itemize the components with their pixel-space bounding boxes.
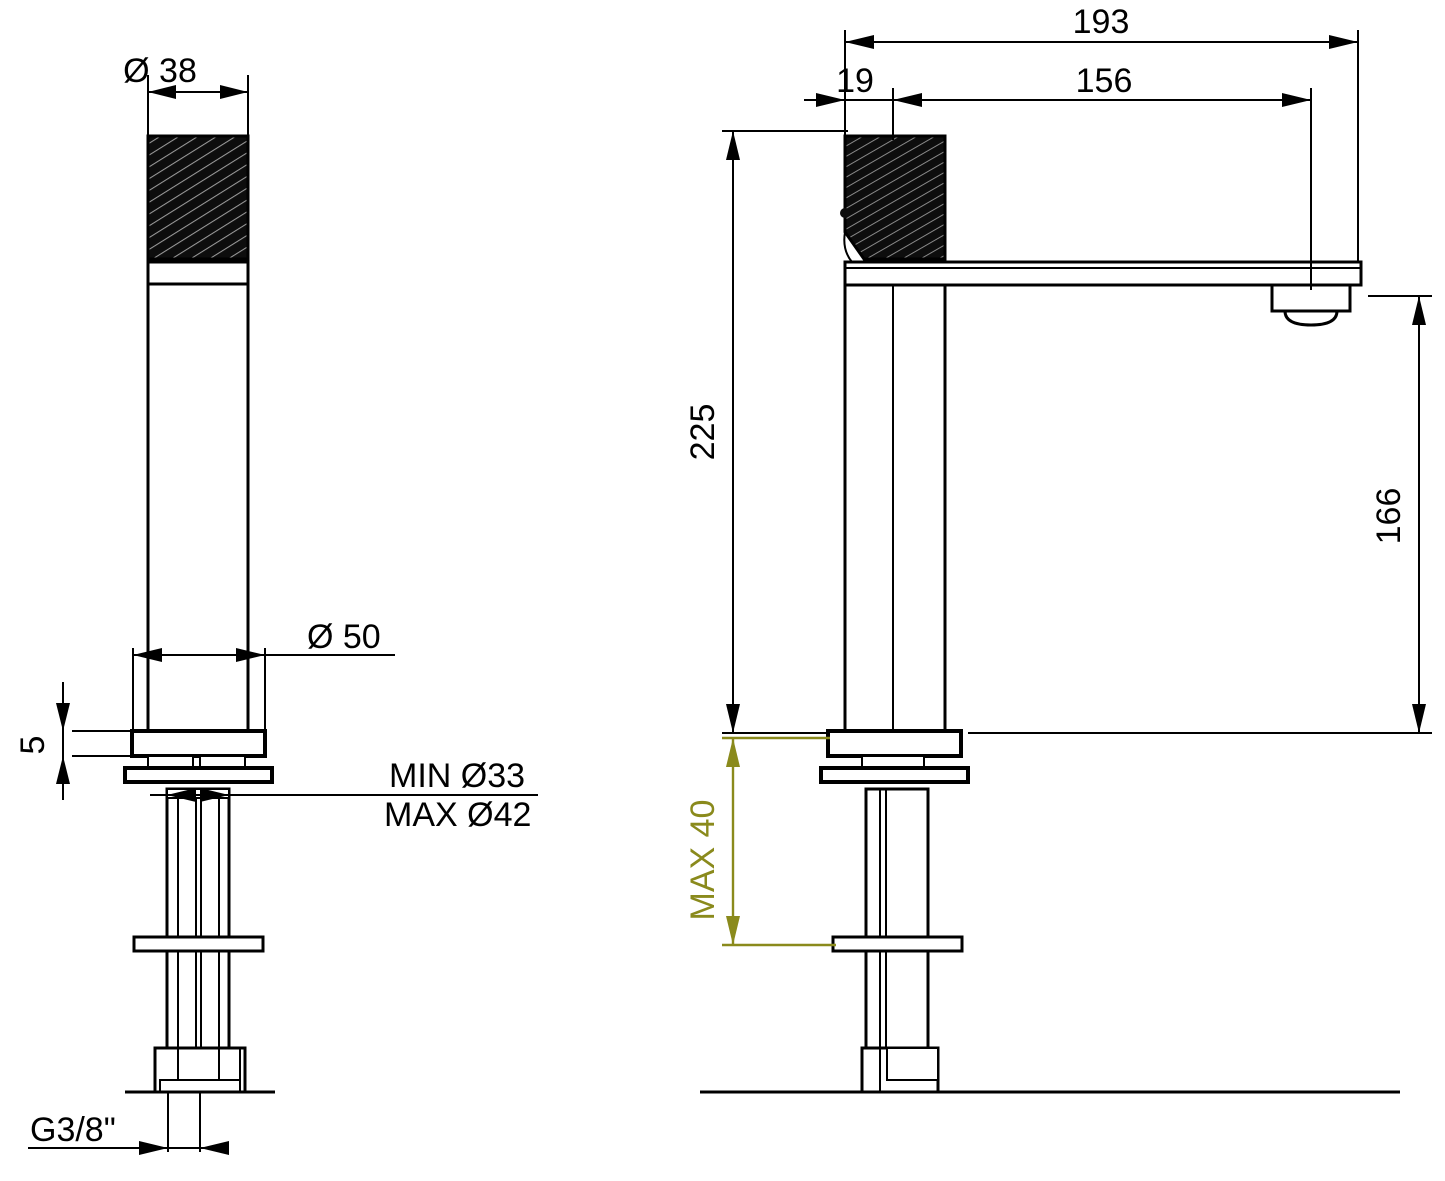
front-fixing-nut-bar bbox=[132, 935, 265, 953]
dim-handle-offset: 19 bbox=[804, 62, 894, 140]
side-bottom-connector bbox=[860, 1046, 940, 1094]
front-view bbox=[123, 134, 275, 1152]
side-base-flange bbox=[826, 729, 963, 758]
front-base-flange bbox=[130, 729, 267, 758]
dim-hole-range: MIN Ø33 MAX Ø42 bbox=[150, 757, 538, 834]
dim-label-handle-diameter: Ø 38 bbox=[123, 52, 197, 90]
dim-label-total-height: 225 bbox=[684, 404, 722, 461]
dim-label-handle-offset: 19 bbox=[836, 62, 874, 100]
front-shank bbox=[165, 787, 231, 1059]
side-column bbox=[843, 283, 947, 734]
dim-label-hole-max: MAX Ø42 bbox=[384, 796, 531, 834]
side-fixing-nut-bar bbox=[831, 935, 964, 953]
dim-label-spout-height: 166 bbox=[1370, 488, 1408, 545]
dim-label-base-diameter: Ø 50 bbox=[307, 618, 381, 656]
front-bottom-connector bbox=[153, 1046, 247, 1094]
front-washer-plate bbox=[123, 766, 274, 784]
side-washer-plate bbox=[819, 766, 970, 784]
side-shank bbox=[864, 787, 930, 1059]
side-view bbox=[700, 134, 1400, 1094]
dim-label-spout-reach-total: 193 bbox=[1073, 3, 1130, 41]
dim-base-diameter: Ø 50 bbox=[132, 618, 395, 740]
dim-label-hole-min: MIN Ø33 bbox=[389, 757, 525, 795]
dim-spout-reach-aerator: 156 bbox=[893, 62, 1312, 290]
front-column bbox=[146, 282, 250, 734]
front-handle bbox=[146, 134, 250, 261]
dim-max-thickness: MAX 40 bbox=[684, 736, 836, 947]
dim-total-height: 225 bbox=[684, 130, 848, 734]
dim-flange-thickness: 5 bbox=[14, 682, 136, 800]
dim-handle-diameter: Ø 38 bbox=[123, 52, 249, 140]
dim-spout-height: 166 bbox=[968, 295, 1432, 734]
side-aerator bbox=[1270, 283, 1352, 327]
side-handle bbox=[840, 134, 947, 263]
dim-thread-size: G3/8" bbox=[28, 1111, 229, 1155]
side-spout-arm bbox=[843, 260, 1363, 287]
dim-label-flange-thickness: 5 bbox=[14, 736, 52, 755]
dim-label-spout-reach-aerator: 156 bbox=[1076, 62, 1133, 100]
dim-label-thread-size: G3/8" bbox=[30, 1111, 116, 1149]
dim-label-max-thickness: MAX 40 bbox=[684, 800, 722, 921]
dim-spout-reach-total: 193 bbox=[844, 3, 1359, 262]
